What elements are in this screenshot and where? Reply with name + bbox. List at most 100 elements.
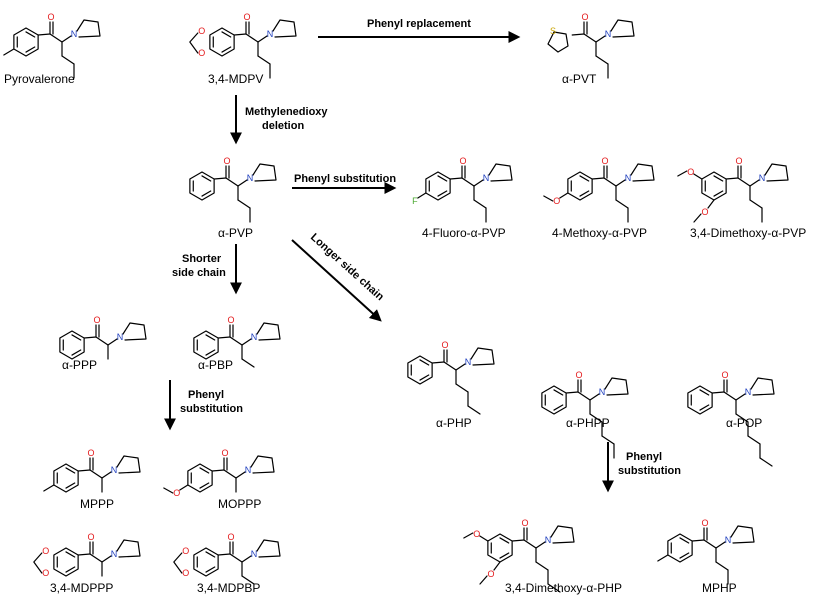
nitrogen-atom: N	[725, 535, 732, 545]
methoxy-oxygen: O	[687, 167, 694, 177]
molecule-appp: ON	[59, 315, 147, 360]
methoxy-oxygen: O	[173, 488, 180, 498]
sulfur-atom: S	[550, 26, 556, 36]
carbonyl-oxygen: O	[441, 340, 448, 350]
nitrogen-atom: N	[251, 332, 258, 342]
name-mdppp: 3,4-MDPPP	[50, 581, 113, 595]
carbonyl-oxygen: O	[735, 156, 742, 166]
dioxole-oxygen: O	[198, 26, 205, 36]
nitrogen-atom: N	[759, 173, 766, 183]
label-side-chain: side chain	[172, 267, 226, 279]
name-mdpbp: 3,4-MDPBP	[197, 581, 260, 595]
molecule-pyrovalerone: ON	[3, 12, 101, 79]
dioxole-oxygen: O	[42, 568, 49, 578]
name-mppp: MPPP	[80, 497, 114, 511]
molecule-mphp: ON	[657, 518, 755, 585]
methoxy-oxygen: O	[473, 529, 480, 539]
name-moppp: MOPPP	[218, 497, 261, 511]
name-mdpv: 3,4-MDPV	[208, 72, 263, 86]
methoxy-oxygen: O	[487, 569, 494, 579]
label-phenyl-replacement: Phenyl replacement	[367, 18, 471, 30]
nitrogen-atom: N	[245, 465, 252, 475]
nitrogen-atom: N	[111, 465, 118, 475]
molecule-mdpbp: O N O O	[173, 532, 281, 585]
nitrogen-atom: N	[117, 332, 124, 342]
carbonyl-oxygen: O	[601, 156, 608, 166]
nitrogen-atom: N	[111, 549, 118, 559]
name-apbp: α-PBP	[198, 358, 233, 372]
nitrogen-atom: N	[625, 173, 632, 183]
nitrogen-atom: N	[605, 29, 612, 39]
compound-names: Pyrovalerone 3,4-MDPV α-PVT α-PVP 4-Fluo…	[4, 72, 806, 595]
molecule-mdppp: O N O O	[33, 532, 141, 578]
nitrogen-atom: N	[267, 29, 274, 39]
nitrogen-atom: N	[545, 535, 552, 545]
carbonyl-oxygen: O	[701, 518, 708, 528]
name-appp: α-PPP	[62, 358, 97, 372]
label-deletion: deletion	[262, 120, 304, 132]
fluorine-atom: F	[412, 196, 418, 206]
carbonyl-oxygen: O	[47, 12, 54, 22]
nitrogen-atom: N	[599, 387, 606, 397]
name-aphpp: α-PHPP	[566, 416, 610, 430]
name-aphp: α-PHP	[436, 416, 472, 430]
label-substitution-left: substitution	[180, 403, 243, 415]
carbonyl-oxygen: O	[227, 532, 234, 542]
molecule-structures: ONONOOSONONONFONOONOOONONONONONONONOONOO…	[3, 12, 789, 593]
carbonyl-oxygen: O	[87, 532, 94, 542]
nitrogen-atom: N	[483, 173, 490, 183]
carbonyl-oxygen: O	[721, 370, 728, 380]
nitrogen-atom: N	[745, 387, 752, 397]
dioxole-oxygen: O	[42, 546, 49, 556]
carbonyl-oxygen: O	[227, 315, 234, 325]
dioxole-oxygen: O	[182, 546, 189, 556]
carbonyl-oxygen: O	[243, 12, 250, 22]
label-phenyl-substitution-top: Phenyl substitution	[294, 173, 396, 185]
arrows	[164, 31, 614, 493]
dioxole-oxygen: O	[198, 48, 205, 58]
carbonyl-oxygen: O	[93, 315, 100, 325]
molecule-moppp: O N O	[163, 448, 275, 498]
methoxy-oxygen: O	[701, 207, 708, 217]
label-phenyl-bottom: Phenyl	[626, 451, 662, 463]
carbonyl-oxygen: O	[459, 156, 466, 166]
molecule-mdpv: O N O O	[189, 12, 297, 79]
name-apvp: α-PVP	[218, 226, 253, 240]
nitrogen-atom: N	[247, 173, 254, 183]
label-longer-side-chain: Longer side chain	[308, 231, 386, 303]
molecule-apop: ON	[687, 370, 775, 467]
nitrogen-atom: N	[465, 357, 472, 367]
nitrogen-atom: N	[251, 549, 258, 559]
molecule-apvp: ON	[189, 156, 277, 223]
carbonyl-oxygen: O	[581, 12, 588, 22]
label-methylenedioxy: Methylenedioxy	[245, 106, 328, 118]
molecule-mppp: ON	[43, 448, 141, 493]
name-apvt: α-PVT	[562, 72, 597, 86]
label-substitution-bottom: substitution	[618, 465, 681, 477]
name-methoxy-apvp: 4-Methoxy-α-PVP	[552, 226, 647, 240]
label-phenyl-left: Phenyl	[188, 389, 224, 401]
nitrogen-atom: N	[71, 29, 78, 39]
methoxy-oxygen: O	[553, 196, 560, 206]
molecule-aphpp: ON	[541, 370, 629, 459]
label-shorter: Shorter	[182, 253, 222, 265]
molecule-dimethoxy-apvp: O N O O	[677, 156, 789, 223]
molecule-apvt: S O N	[547, 12, 635, 79]
name-dimethoxy-apvp: 3,4-Dimethoxy-α-PVP	[690, 226, 806, 240]
arrow-longer-side-chain	[291, 239, 382, 322]
name-fluoro-apvp: 4-Fluoro-α-PVP	[422, 226, 506, 240]
carbonyl-oxygen: O	[575, 370, 582, 380]
dioxole-oxygen: O	[182, 568, 189, 578]
molecule-apbp: ON	[193, 315, 281, 368]
name-apop: α-POP	[726, 416, 762, 430]
name-mphp: MPHP	[702, 581, 737, 595]
carbonyl-oxygen: O	[223, 156, 230, 166]
molecule-methoxy-apvp: O N O	[543, 156, 655, 223]
molecule-fluoro-apvp: O N F	[412, 156, 513, 223]
arrow-labels: Phenyl replacement Methylenedioxy deleti…	[172, 18, 681, 477]
carbonyl-oxygen: O	[221, 448, 228, 458]
name-pyrovalerone: Pyrovalerone	[4, 72, 75, 86]
carbonyl-oxygen: O	[87, 448, 94, 458]
